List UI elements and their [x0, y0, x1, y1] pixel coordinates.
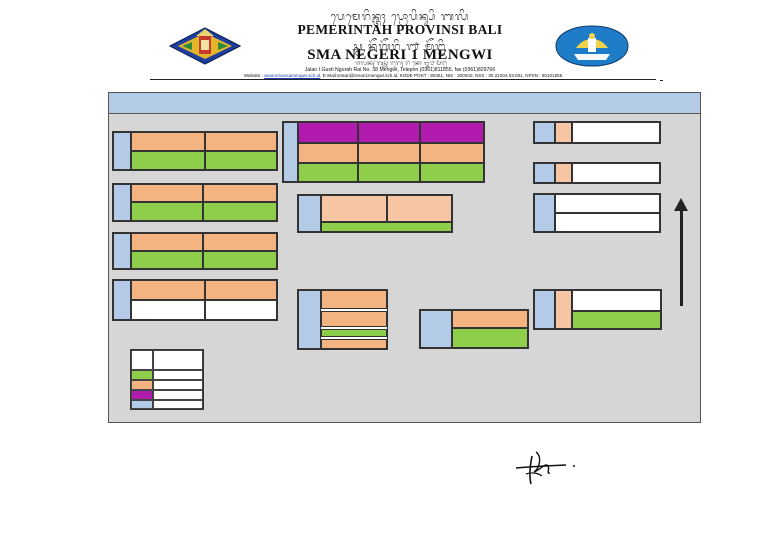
room-orange — [131, 184, 203, 202]
room-orange — [205, 280, 277, 300]
building-right-2 — [533, 162, 661, 184]
rule-tick — [660, 80, 663, 81]
room-purple — [298, 122, 358, 143]
room-orange — [321, 311, 387, 327]
plan-header-bar — [109, 93, 700, 114]
room-green — [131, 202, 203, 221]
room-blue — [113, 132, 131, 170]
room-green — [420, 163, 484, 182]
room-blue — [420, 310, 452, 348]
room-white — [572, 290, 661, 311]
room-white — [205, 300, 277, 320]
legend-swatch-orange — [131, 380, 153, 390]
room-peach — [555, 122, 572, 143]
building-bottom-small — [419, 309, 529, 349]
room-orange — [358, 143, 420, 163]
room-white — [555, 213, 660, 232]
website-link[interactable]: www.smansamengwi.sch.id — [264, 73, 321, 78]
room-orange — [131, 233, 203, 251]
room-green — [203, 251, 277, 269]
building-right-1 — [533, 121, 661, 144]
north-arrow-shaft — [680, 206, 683, 306]
room-peach — [321, 195, 387, 222]
room-orange — [131, 280, 205, 300]
room-orange — [131, 132, 205, 151]
tut-wuri-logo — [555, 25, 629, 67]
room-orange — [298, 143, 358, 163]
room-blue — [113, 233, 131, 269]
room-green — [572, 311, 661, 329]
room-orange — [321, 339, 387, 349]
room-green — [321, 329, 387, 337]
balinese-address-line: ᬚᬮᬦ᭄ ᬕᬸᬲ᭄ᬢᬶ ᬗᬸᬭᬄ ᬭᬶ ᬦᭀ ᭓᭘ ᬫᭂᬗ᭄ᬯᬶ — [355, 60, 447, 67]
school-name: SMA NEGERI 1 MENGWI — [307, 47, 493, 63]
room-green — [358, 163, 420, 182]
legend-swatch-green — [131, 370, 153, 380]
legend-label — [153, 400, 203, 409]
room-peach — [555, 290, 572, 329]
north-arrow-icon — [674, 198, 688, 211]
room-peach — [555, 163, 572, 183]
building-left-1 — [112, 131, 278, 171]
building-left-4 — [112, 279, 278, 321]
building-left-3 — [112, 232, 278, 270]
bali-crest-logo — [168, 27, 242, 65]
legend — [130, 349, 204, 410]
legend-label — [153, 380, 203, 390]
room-white — [572, 122, 660, 143]
room-orange — [203, 184, 277, 202]
room-blue — [534, 290, 555, 329]
legend-label — [153, 390, 203, 400]
room-blue — [113, 184, 131, 221]
room-green — [203, 202, 277, 221]
legend-label — [153, 350, 203, 370]
room-purple — [358, 122, 420, 143]
room-green — [321, 222, 452, 232]
room-peach — [387, 195, 452, 222]
legend-swatch-blue — [131, 400, 153, 409]
contact-line: Website : www.smansamengwi.sch.id, E-Mai… — [150, 73, 656, 78]
building-right-4 — [533, 289, 662, 330]
government-title: PEMERINTAH PROVINSI BALI — [297, 22, 503, 37]
balinese-script-top: ᬧᬾᬫᬾᬭᬶᬦ᭄ᬢᬄ ᬧ᭄ᬭᭀᬧᬶᬦ᭄ᬲᬶ ᬩᬮᬶ — [330, 10, 470, 23]
room-blue — [298, 290, 321, 349]
room-blue — [298, 195, 321, 232]
room-orange — [452, 310, 528, 328]
room-orange — [321, 290, 387, 309]
legend-label — [153, 370, 203, 380]
room-blue — [113, 280, 131, 320]
room-green — [205, 151, 277, 170]
legend-swatch-purple — [131, 390, 153, 400]
room-green — [298, 163, 358, 182]
room-blue — [534, 122, 555, 143]
room-purple — [420, 122, 484, 143]
building-center-bottom — [297, 289, 388, 350]
legend-swatch-white — [131, 350, 153, 370]
room-orange — [420, 143, 484, 163]
letterhead-rule — [150, 79, 656, 80]
room-white — [555, 194, 660, 213]
building-center-top — [282, 121, 485, 183]
room-white — [131, 300, 205, 320]
room-green — [452, 328, 528, 348]
room-orange — [205, 132, 277, 151]
room-white — [572, 163, 660, 183]
room-green — [131, 151, 205, 170]
room-blue — [534, 163, 555, 183]
building-center-middle — [297, 194, 453, 233]
contact-details: , E-Mail:smtari@sman1mengwi.sch.id, KODE… — [320, 73, 563, 78]
building-left-2 — [112, 183, 278, 222]
website-label: Website : — [243, 73, 265, 78]
signature-image — [515, 451, 575, 485]
address-line: Jalan I Gusti Ngurah Rai No. 38 Mengwi, … — [304, 67, 496, 73]
room-orange — [203, 233, 277, 251]
building-right-3 — [533, 193, 661, 233]
room-green — [131, 251, 203, 269]
room-blue — [283, 122, 298, 182]
balinese-script-middle: ᬲ᭄ᬫ ᬦᭂᬕᭂᬭᬶ ᭑ ᬫᭂᬗ᭄ᬯᬶ — [353, 40, 447, 53]
room-blue — [534, 194, 555, 232]
